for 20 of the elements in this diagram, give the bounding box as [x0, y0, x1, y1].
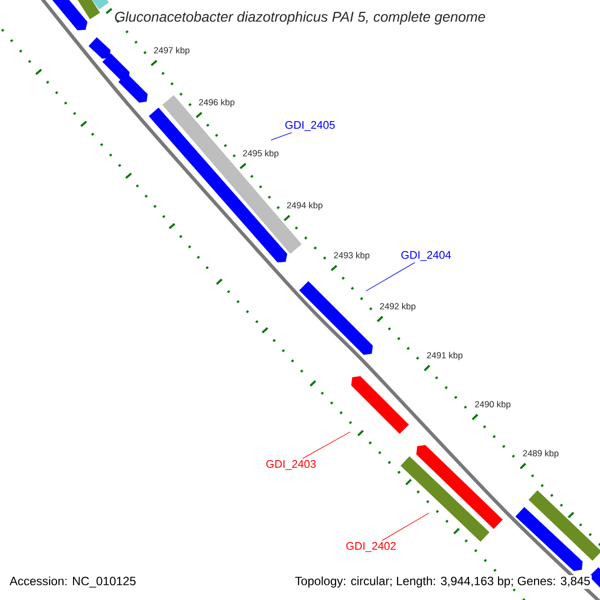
gene-label: GDI_2402: [346, 542, 396, 552]
position-label: 2496 kbp: [199, 98, 234, 108]
position-label: 2490 kbp: [475, 400, 510, 410]
gene-label: GDI_2405: [285, 121, 335, 131]
map-title: Gluconacetobacter diazotrophicus PAI 5, complete genome: [115, 11, 486, 25]
position-label: 2493 kbp: [334, 252, 370, 260]
gene-label: GDI_2404: [401, 251, 451, 261]
leader-line: [382, 512, 430, 541]
position-label: 2492 kbp: [380, 302, 416, 312]
position-label: 2489 kbp: [523, 450, 558, 458]
leader-line: [302, 432, 350, 459]
gene-label: GDI_2403: [266, 460, 316, 470]
position-label: 2491 kbp: [427, 352, 462, 360]
position-label: 2495 kbp: [243, 150, 278, 158]
position-label: 2494 kbp: [287, 202, 322, 210]
accession-label: Accession: NC_010125: [8, 575, 138, 589]
leader-line: [366, 262, 416, 292]
leader-line: [270, 132, 292, 140]
position-label: 2497 kbp: [154, 46, 190, 56]
genome-info-label: Topology: circular; Length: 3,944,163 bp; Genes: 3,845: [294, 575, 592, 589]
